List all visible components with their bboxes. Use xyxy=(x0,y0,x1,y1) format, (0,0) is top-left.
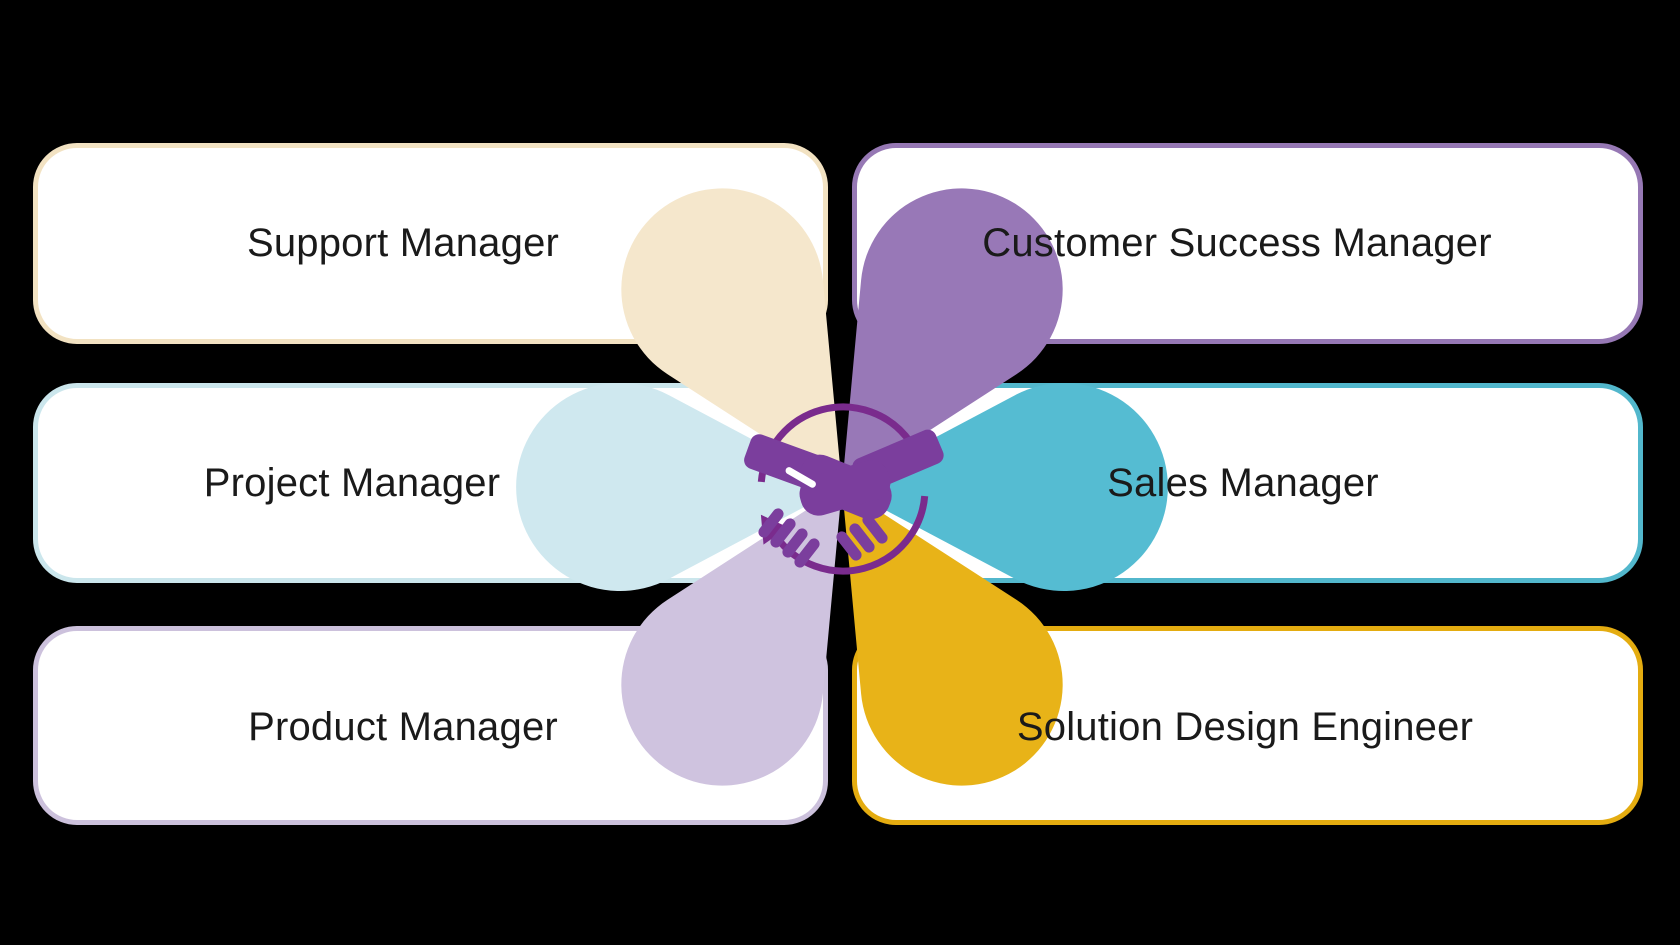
role-label-support-manager: Support Manager xyxy=(246,221,560,265)
role-label-solution-design-engineer: Solution Design Engineer xyxy=(1016,705,1474,749)
role-label-project-manager: Project Manager xyxy=(203,461,501,505)
role-label-product-manager: Product Manager xyxy=(248,705,558,749)
role-label-sales-manager: Sales Manager xyxy=(1107,461,1379,505)
role-label-customer-success-manager: Customer Success Manager xyxy=(982,221,1492,265)
